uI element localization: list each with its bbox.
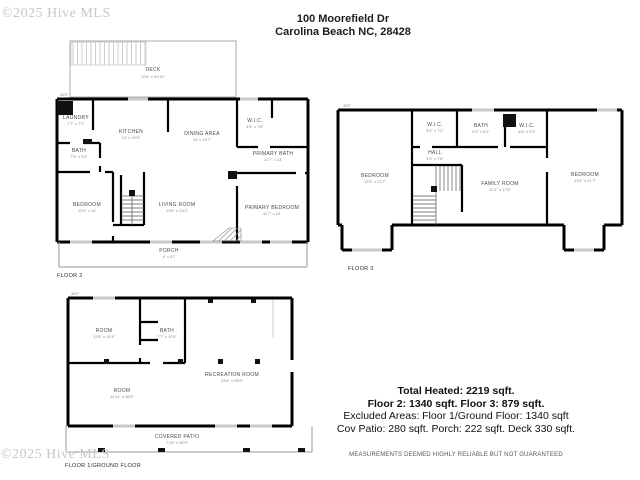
floor1-patio-posts (98, 448, 305, 452)
floor3-hall-dims: 5'3" x 7'8" (426, 156, 444, 161)
floor3-bedroom-right-dims: 13'4" x 21'7" (574, 178, 597, 183)
watermark-bottom-left: ©2025 Hive MLS (1, 447, 110, 462)
floor3-wic-left-dims: 5'3" x 7'2" (426, 128, 444, 133)
address-line1: 100 Moorefield Dr (296, 13, 390, 25)
summary-floor-areas: Floor 2: 1340 sqft. Floor 3: 879 sqft. (367, 397, 545, 410)
summary-total-heated: Total Heated: 2219 sqft. (397, 385, 515, 397)
floor2-deck-outline (69, 40, 237, 98)
floor2-center-block (228, 171, 237, 179)
floor1-recreation-dims: 23'4" x 26'9" (221, 378, 244, 383)
floor1-room-lower-label: ROOM (114, 388, 131, 394)
floor2-dining-dims: 15' x 13'7" (193, 137, 212, 142)
floor1-bath-dims: 7'7" x 10'5" (157, 334, 177, 339)
floor3-bedroom-right-label: BEDROOM (571, 172, 599, 178)
summary-excluded-areas: Excluded Areas: Floor 1/Ground Floor: 13… (343, 410, 569, 422)
floor3-chase-block (503, 114, 516, 127)
floor1-bath-label: BATH (160, 328, 174, 334)
floor3-bath-label: BATH (474, 123, 488, 129)
summary-outdoor-areas: Cov Patio: 280 sqft. Porch: 222 sqft. De… (336, 422, 576, 435)
floor3-family-room-dims: 12'1" x 17'8" (489, 187, 512, 192)
area-summary: Total Heated: 2219 sqft. Floor 2: 1340 s… (337, 385, 575, 435)
floor2-width-marker: 44'2" (60, 93, 69, 97)
floor3-stair-post (431, 186, 437, 192)
floor2-title: FLOOR 2 (57, 273, 83, 279)
floor2-corner-block (57, 101, 73, 115)
floor3-title: FLOOR 3 (348, 266, 374, 272)
floor2-stair-post (129, 190, 135, 196)
floor2-deck-dims: 10'8" x 30'10" (141, 74, 166, 79)
floor1-patio-outline (65, 426, 313, 453)
floor2-porch-label: PORCH (159, 248, 179, 254)
floor2-interior-walls (57, 99, 308, 242)
floor3-windows (352, 108, 617, 252)
watermark-top-left: ©2025 Hive MLS (2, 6, 111, 21)
floor3-plan: 44'2" BEDROOM 13'4" x 21'7" W.I.C. 5'3" … (336, 104, 624, 272)
floor3-wic-right-dims: 4'8" x 5'3" (518, 129, 536, 134)
floor2-bath-dims: 7'5" x 9'5" (70, 154, 88, 159)
floor2-kitchen-dims: 13' x 13'9" (122, 135, 141, 140)
floor3-interior-walls (410, 110, 549, 225)
floor2-deck-stairs-hatch (70, 41, 147, 66)
floor3-bedroom-left-dims: 13'4" x 21'7" (364, 179, 387, 184)
floor1-recreation-label: RECREATION ROOM (205, 372, 259, 378)
floor2-kitchen-label: KITCHEN (119, 129, 143, 135)
floor2-stair-treads (121, 193, 144, 225)
floor1-plan: 44'2" ROOM 13'8" x 15'4" BATH 7'7" x 10'… (65, 292, 313, 469)
floor3-wic-right-label: W.I.C. (519, 123, 534, 129)
floor2-windows (70, 97, 292, 244)
floor2-bedroom-label: BEDROOM (73, 202, 101, 208)
floor3-family-room-label: FAMILY ROOM (481, 181, 519, 187)
floor2-wic-label: W.I.C. (247, 118, 262, 124)
floor2-primary-bedroom-dims: 11'7" x 13' (263, 211, 281, 216)
floor1-room-upper-label: ROOM (96, 328, 113, 334)
floor3-bedroom-left-label: BEDROOM (361, 173, 389, 179)
floor3-stair-treads (413, 165, 461, 225)
floor2-primary-bath-dims: 11'7" x 13' (264, 157, 282, 162)
floor2-porch-outline (58, 242, 308, 268)
floor2-wic-dims: 4'6" x 7'8" (246, 124, 264, 129)
floor1-covered-patio-label: COVERED PATIO (155, 434, 199, 440)
floor2-deck-label: DECK (145, 67, 160, 73)
floor1-columns (104, 299, 260, 364)
floor1-covered-patio-dims: 7'10" x 35'9" (166, 440, 189, 445)
floor1-room-lower-dims: 14'11" x 26'3" (110, 394, 134, 399)
floor2-living-label: LIVING ROOM (159, 202, 196, 208)
floor1-windows (93, 296, 272, 428)
floor2-plan: 44'2" DECK 10'8" x 30'10" LAUNDRY 7'7" x… (55, 40, 310, 279)
floor3-hall-label: HALL (428, 150, 442, 156)
floor2-laundry-label: LAUNDRY (63, 115, 89, 121)
floor3-width-marker: 44'2" (343, 104, 352, 108)
floor2-primary-bedroom-label: PRIMARY BEDROOM (245, 205, 299, 211)
floor2-dining-label: DINING AREA (184, 131, 220, 137)
floor1-room-upper-dims: 13'8" x 15'4" (93, 334, 116, 339)
floor3-bath-dims: 5'3" x 8'1" (472, 129, 490, 134)
property-address: 100 Moorefield Dr Carolina Beach NC, 284… (275, 13, 411, 39)
floor2-bath-label: BATH (72, 148, 86, 154)
floor1-title: FLOOR 1/GROUND FLOOR (65, 463, 141, 469)
floor2-primary-bath-label: PRIMARY BATH (253, 151, 294, 157)
floor1-width-marker: 44'2" (71, 292, 80, 296)
floor2-living-dims: 13'8" x 23'2" (166, 208, 189, 213)
floor2-outer-walls (55, 97, 310, 244)
floor2-bath-block (83, 139, 92, 144)
floor2-laundry-dims: 7'7" x 7'2" (67, 121, 85, 126)
floor2-porch-dims: 6' x 37' (163, 254, 176, 259)
measurements-disclaimer: MEASUREMENTS DEEMED HIGHLY RELIABLE BUT … (349, 452, 563, 458)
address-line2: Carolina Beach NC, 28428 (275, 26, 411, 38)
floor2-bedroom-dims: 10'4" x 13' (78, 208, 97, 213)
floor3-wic-left-label: W.I.C. (427, 122, 442, 128)
floor2-porch-stairs-hatch (212, 227, 242, 242)
